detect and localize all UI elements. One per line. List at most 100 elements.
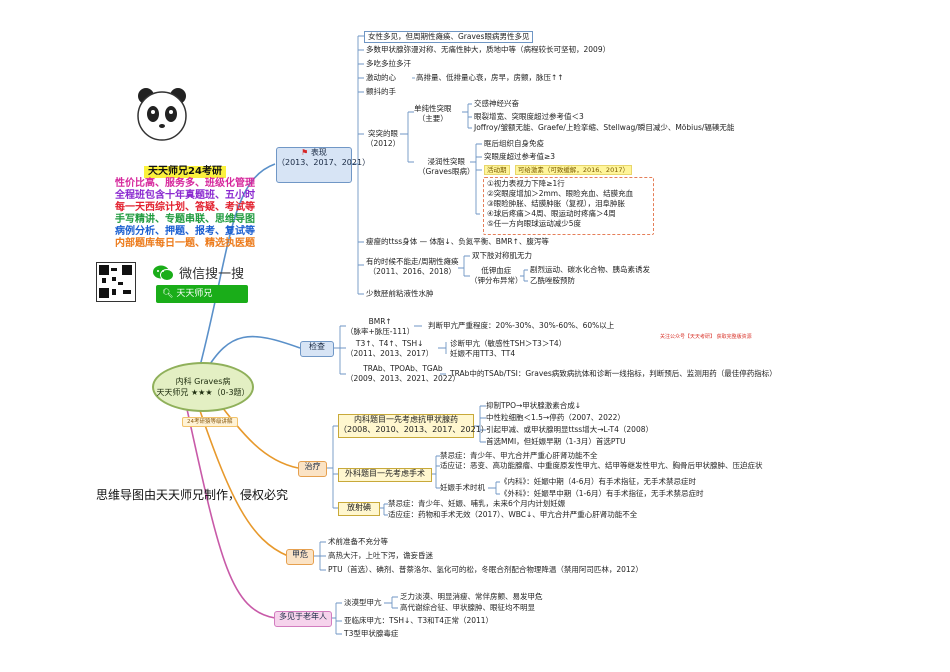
jiancha-row0-b: 判断甲亢严重程度：20%-30%、30%-60%、60%以上	[428, 321, 615, 330]
apathetic-label: 淡漠型甲亢	[344, 598, 382, 607]
activity-criterion: ④球后疼痛＞4周、眼运动时疼痛＞4周	[487, 209, 616, 218]
jiancha-row0-a: BMR↑ （脉率+脉压-111）	[346, 317, 414, 337]
center-title: 内科 Graves病	[175, 377, 231, 386]
branch-laonian[interactable]: 多见于老年人	[274, 611, 332, 627]
bmr-label: BMR↑	[368, 317, 392, 326]
center-topic[interactable]: 内科 Graves病 天天师兄 ★★★（0-3题）	[152, 362, 254, 412]
heart-label: 激动的心	[366, 73, 396, 82]
jiancha-row1-b: 诊断甲亢（敏感性TSH＞T3＞T4）	[450, 339, 567, 348]
activity-criterion: ①视力表视力下降≥1行	[487, 179, 565, 188]
copyright-notice: 思维导图由天天师兄制作，侵权必究	[96, 488, 289, 502]
branch-biaoxian[interactable]: ⚑ 表现 （2013、2017、2021）	[276, 147, 371, 183]
waike-preg-label: 妊娠手术时机	[440, 483, 485, 492]
jiancha-row1-a: T3↑、T4↑、TSH↓ （2011、2013、2017）	[346, 339, 433, 359]
neike-item-3: 首选MMI，但妊娠早期（1-3月）首选PTU	[486, 437, 626, 446]
promo-title: 天天师兄24考研	[144, 166, 226, 178]
fangshe-label: 放射碘	[347, 503, 371, 512]
waike-contra: 禁忌症：青少年、甲亢合并严重心肝肾功能不全	[440, 451, 598, 460]
eye-label: 突突的眼	[368, 129, 399, 138]
jiawei-item-2: PTU（首选）、碘剂、普萘洛尔、氢化可的松，冬眠合剂配合物理降温（禁用阿司匹林，…	[328, 565, 643, 574]
simple-eye-item-2: Joffroy/皱额无能、Graefe/上睑挛缩、Stellwag/瞬目减少、M…	[474, 123, 735, 132]
biaoxian-item-2: 多吃多拉多汗	[366, 59, 411, 68]
activity-label: 活动期	[484, 165, 510, 175]
paralysis-years: （2011、2016、2018）	[368, 267, 456, 276]
simple-eye-label: 单纯性突眼	[414, 104, 452, 113]
activity-criterion: ②突眼度增加＞2mm、眼睑充血、结膜充血	[487, 189, 634, 198]
neike-node[interactable]: 内科题目一先考虑抗甲状腺药 （2008、2010、2013、2017、2021）	[338, 414, 489, 438]
waike-ind: 适应证：恶变、高功能腺瘤、中重度原发性甲亢、结甲等继发性甲亢、胸骨后甲状腺肿、压…	[440, 461, 763, 470]
promo-line: 性价比高、服务多、班级化管理	[115, 178, 255, 189]
fangshe-node[interactable]: 放射碘	[338, 502, 380, 516]
biaoxian-item-0: 女性多见，但周期性瘫痪、Graves眼病男性多见	[364, 31, 534, 43]
subclinical-item: 亚临床甲亢：TSH↓、T3和T4正常（2011）	[344, 616, 494, 625]
fangshe-ind: 适应症：药物和手术无效（2017）、WBC↓、甲亢合并严重心肝肾功能不全	[388, 510, 638, 519]
t3-toxicosis-item: T3型甲状腺毒症	[344, 629, 399, 638]
biaoxian-years: （2013、2017、2021）	[277, 158, 371, 167]
simple-eye-item-0: 交感神经兴奋	[474, 99, 519, 108]
branch-jiawei[interactable]: 甲危	[286, 549, 314, 565]
hypok-sub: （钾分布异常）	[470, 276, 523, 285]
activity-score: 可给激素（可致缓解，2016、2017）	[514, 165, 632, 175]
antibody-label: TRAb、TPOAb、TGAb	[363, 364, 443, 373]
flag-icon: ⚑	[301, 148, 309, 157]
promo-line: 全程班包含十年真题班、五小时	[115, 190, 255, 201]
promo-line: 病例分析、押题、报考、复试等	[115, 226, 255, 237]
paralysis-node: 有的时候不能走/周期性瘫痪 （2011、2016、2018）	[366, 257, 459, 277]
promo-line: 每一天西综计划、答疑、考试等	[115, 202, 255, 213]
hypok-node: 低钾血症 （钾分布异常）	[470, 266, 523, 286]
bmr-formula: （脉率+脉压-111）	[346, 327, 415, 336]
biaoxian-item-3: 颤抖的手	[366, 87, 396, 96]
hypok-trigger-1: 乙酰唑胺预防	[530, 276, 575, 285]
promo-block: 天天师兄24考研 性价比高、服务多、班级化管理全程班包含十年真题班、五小时每一天…	[100, 166, 270, 250]
neike-label: 内科题目一先考虑抗甲状腺药	[354, 415, 458, 424]
wechat-icon	[153, 265, 174, 281]
simple-eye-sub: （主要）	[417, 114, 448, 123]
branch-zhiliao[interactable]: 治疗	[298, 461, 327, 477]
wechat-search-title: 微信搜一搜	[179, 267, 245, 282]
infil-item-0: 眶后组织自身免疫	[484, 139, 544, 148]
center-subtitle: 天天师兄 ★★★（0-3题）	[156, 388, 250, 397]
jiawei-item-0: 术前准备不充分等	[328, 537, 388, 546]
neike-item-0: 抑制TPO→甲状腺激素合成↓	[486, 401, 582, 410]
paralysis-label: 有的时候不能走/周期性瘫痪	[366, 257, 459, 266]
thyroid-func-label: T3↑、T4↑、TSH↓	[355, 339, 424, 348]
branch-jiancha[interactable]: 检查	[300, 341, 334, 357]
paralysis-limbs: 双下肢对称肌无力	[472, 251, 532, 260]
waike-preg-1: 《外科》：妊娠早中期（1-6月）有手术指征，无手术禁忌症时	[500, 489, 704, 498]
qr-code[interactable]	[96, 262, 136, 302]
search-icon: 🔍︎	[162, 289, 174, 299]
fangshe-contra: 禁忌症：青少年、妊娠、哺乳，未来6个月内计划妊娠	[388, 499, 566, 508]
infil-eye-sub: （Graves眼病）	[418, 167, 475, 176]
wechat-search-box[interactable]: 🔍︎ 天天师兄	[156, 285, 248, 303]
activity-criterion: ⑤任一方向眼球运动减少5度	[487, 219, 581, 228]
activity-row: 活动期 可给激素（可致缓解，2016、2017）	[484, 165, 632, 175]
neike-item-1: 中性粒细胞＜1.5→停药（2007、2022）	[486, 413, 625, 422]
hypok-trigger-0: 剧烈运动、碳水化合物、胰岛素诱发	[530, 265, 650, 274]
waike-preg-0: 《内科》：妊娠中期（4-6月）有手术指征，无手术禁忌症时	[500, 477, 696, 486]
neike-years: （2008、2010、2013、2017、2021）	[339, 425, 489, 434]
neike-item-2: 引起甲减、或甲状腺明显ttss增大→L-T4（2008）	[486, 425, 653, 434]
infil-item-1: 突眼度超过参考值≥3	[484, 152, 556, 161]
waike-node[interactable]: 外科题目一先考虑手术	[338, 468, 432, 482]
biaoxian-item-1: 多数甲状腺弥漫对称、无痛性肿大，质地中等（病程较长可坚韧，2009）	[366, 45, 611, 54]
simple-eye-item-1: 眼裂增宽、突眼度超过参考值＜3	[474, 112, 584, 121]
promo-lines: 性价比高、服务多、班级化管理全程班包含十年真题班、五小时每一天西综计划、答疑、考…	[100, 178, 270, 250]
zhiliao-label: 治疗	[304, 462, 321, 471]
wechat-search-header: 微信搜一搜	[152, 262, 244, 282]
activity-criterion: ③眼睑肿胀、结膜肿胀（复视），泪阜肿胀	[487, 199, 625, 208]
panda-icon	[137, 88, 187, 141]
myxedema-item: 少数胫前粘液性水肿	[366, 289, 434, 298]
promo-line: 手写精讲、专题串联、思维导图	[115, 214, 255, 225]
biaoxian-label: 表现	[310, 148, 327, 157]
panda-mascot	[132, 84, 192, 144]
eye-node: 突突的眼 （2012）	[366, 129, 400, 149]
promo-line: 内部题库每日一题、精选执医题	[115, 238, 255, 249]
search-value: 天天师兄	[176, 289, 213, 299]
apathetic-item-0: 乏力淡漠、明显消瘦、常伴房颤、易发甲危	[400, 592, 543, 601]
thyroid-func-years: （2011、2013、2017）	[346, 349, 434, 358]
eye-year: （2012）	[366, 139, 401, 148]
simple-eye-node: 单纯性突眼 （主要）	[414, 104, 452, 124]
hypok-label: 低钾血症	[481, 266, 512, 275]
jiancha-label: 检查	[309, 342, 325, 351]
jiancha-row2-a: TRAb、TPOAb、TGAb （2009、2013、2021、2022）	[346, 364, 460, 384]
